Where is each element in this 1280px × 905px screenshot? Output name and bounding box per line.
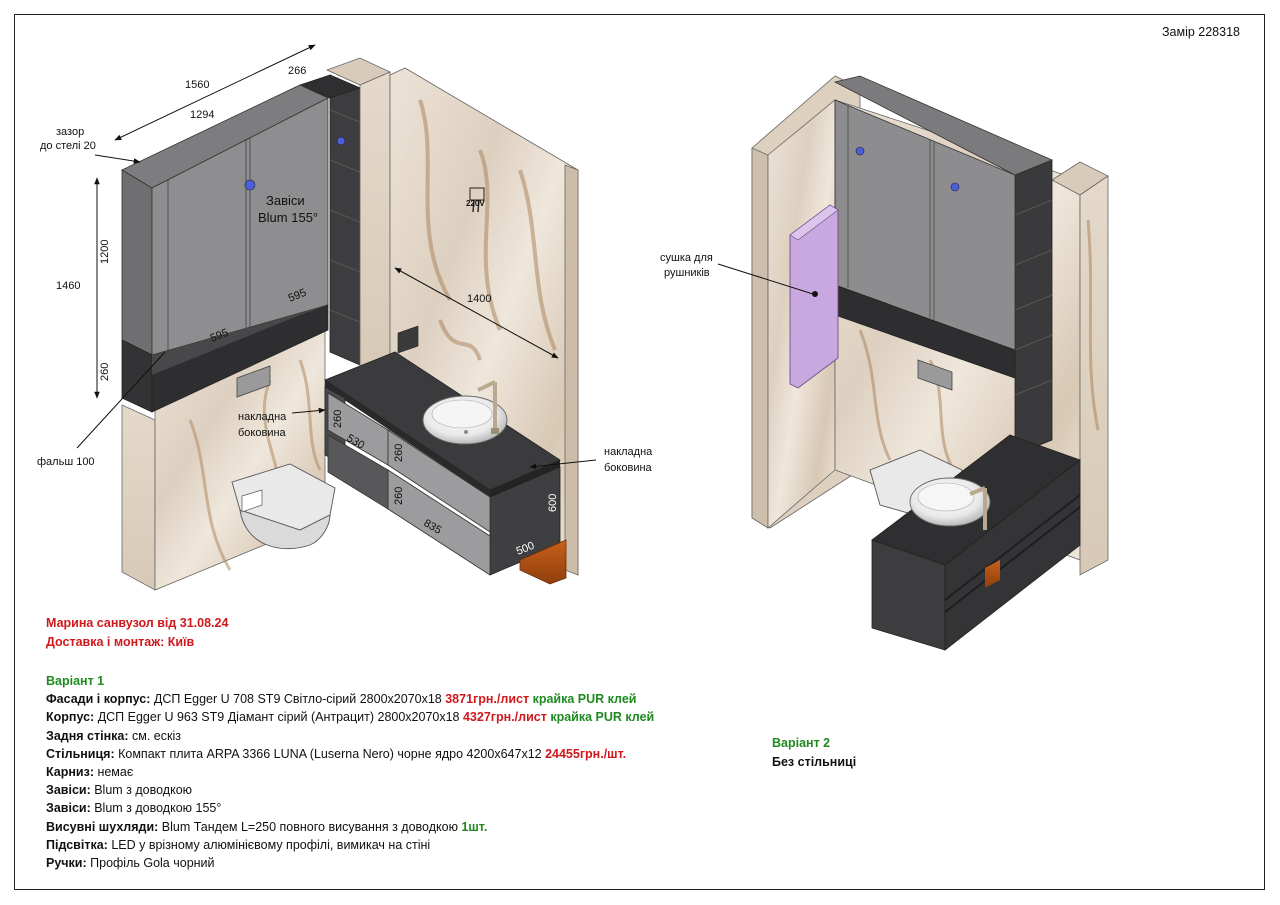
spec-text: Blum Тандем L=250 повного висування з до… — [158, 819, 462, 834]
variant-2-block: Варіант 2 Без стільниці — [772, 734, 856, 771]
project-heading: Марина санвузол від 31.08.24 Доставка і … — [46, 614, 228, 652]
dim-wall: 1400 — [467, 293, 491, 305]
spec-label: Завіси: — [46, 783, 91, 798]
variant-2-title: Варіант 2 — [772, 736, 831, 750]
dim-drawer-h3: 260 — [393, 487, 405, 505]
spec-row: Задня стінка: см. ескіз — [46, 727, 654, 745]
spec-row: Висувні шухляди: Blum Тандем L=250 повно… — [46, 818, 654, 836]
lower-niche — [151, 304, 329, 413]
spec-row: Корпус: ДСП Egger U 963 ST9 Діамант сіри… — [46, 708, 654, 726]
spec-row: Завіси: Blum з доводкою 155° — [46, 799, 654, 817]
project-title: Марина санвузол від 31.08.24 — [46, 616, 229, 630]
spec-price: 4327грн./лист — [462, 710, 547, 725]
pillar — [359, 71, 391, 379]
variant-1-title: Варіант 1 — [46, 674, 105, 688]
v2-faucet — [969, 486, 987, 530]
towel-label-line1: сушка для — [660, 252, 713, 264]
measurement-number: Замір 228318 — [1161, 25, 1240, 39]
v2-vanity-front — [944, 459, 1081, 651]
delivery-line: Доставка і монтаж: Київ — [46, 635, 195, 649]
spec-label: Завіси: — [46, 801, 91, 816]
side-panel-right-line2: боковина — [604, 462, 653, 474]
plug-label: 220V — [466, 199, 485, 208]
spec-text: Профіль Gola чорний — [86, 856, 215, 871]
spec-price: 3871грн./лист — [445, 692, 530, 707]
gap-label-line2: до стелі 20 — [40, 140, 96, 152]
drawing-variant-2: сушка для рушників — [660, 75, 1109, 651]
side-panel-left-line2: боковина — [238, 427, 287, 439]
spec-note: 1шт. — [461, 819, 488, 834]
plug-icon — [469, 187, 485, 213]
spec-row: Карниз: немає — [46, 763, 654, 781]
variant-1-specs: Варіант 1 Фасади і корпус: ДСП Egger U 7… — [46, 672, 654, 872]
variant-2-text: Без стільниці — [772, 754, 857, 769]
spec-label: Стільниця: — [46, 746, 115, 761]
open-shelf — [327, 434, 389, 510]
hinge-label-line1: Завіси — [266, 193, 305, 208]
hinge-label-line2: Blum 155° — [258, 210, 318, 225]
spec-label: Карниз: — [46, 765, 94, 780]
spec-row: Стільниця: Компакт плита ARPA 3366 LUNA … — [46, 745, 654, 763]
towel-label-line2: рушників — [664, 267, 710, 279]
dim-height-total: 1460 — [56, 280, 80, 292]
dim-column-width: 266 — [288, 65, 306, 77]
spec-row: Завіси: Blum з доводкою — [46, 781, 654, 799]
spec-text: LED у врізному алюмінієвому профілі, вим… — [107, 837, 431, 852]
dim-vanity-height: 600 — [547, 494, 559, 512]
spec-note: крайка PUR клей — [546, 710, 655, 725]
copper-base — [519, 539, 567, 585]
drawing-variant-1: 220V — [37, 44, 653, 591]
flush-button — [236, 365, 271, 398]
spec-row: Підсвітка: LED у врізному алюмінієвому п… — [46, 836, 654, 854]
side-panel-left-line1: накладна — [238, 411, 287, 423]
wall-left-edge — [121, 404, 156, 591]
sheet-frame — [14, 14, 1265, 890]
dim-drawer-h1: 260 — [332, 410, 344, 428]
spec-label: Ручки: — [46, 856, 87, 871]
spec-label: Висувні шухляди: — [46, 819, 159, 834]
drawer-2[interactable] — [387, 429, 491, 533]
dim-cabinet-width: 1294 — [190, 109, 214, 121]
v2-pillar — [1079, 175, 1109, 576]
dim-height-upper: 1200 — [99, 240, 111, 264]
gap-label-line1: зазор — [56, 126, 84, 138]
false-panel-label: фальш 100 — [37, 456, 95, 468]
faucet — [477, 380, 499, 434]
dim-total-width: 1560 — [185, 79, 209, 91]
side-panel-right-line1: накладна — [604, 446, 653, 458]
spec-price: 24455грн./шт. — [545, 746, 627, 761]
spec-note: крайка PUR клей — [529, 692, 637, 707]
spec-label: Фасади і корпус: — [46, 692, 151, 707]
spec-text: Blum з доводкою — [90, 783, 193, 798]
spec-text: Blum з доводкою 155° — [90, 801, 222, 816]
dim-height-lower: 260 — [99, 363, 111, 381]
spec-row: Фасади і корпус: ДСП Egger U 708 ST9 Сві… — [46, 690, 654, 708]
spec-label: Підсвітка: — [46, 837, 108, 852]
spec-text: см. ескіз — [128, 728, 181, 743]
hinge-marker — [244, 179, 256, 191]
spec-text: немає — [93, 765, 134, 780]
toilet — [231, 463, 336, 550]
dim-drawer-h2: 260 — [393, 444, 405, 462]
spec-text: Компакт плита ARPA 3366 LUNA (Luserna Ne… — [114, 746, 546, 761]
spec-text: ДСП Egger U 963 ST9 Діамант сірий (Антра… — [94, 710, 463, 725]
spec-text: ДСП Egger U 708 ST9 Світло-сірий 2800х20… — [150, 692, 446, 707]
spec-label: Корпус: — [46, 710, 95, 725]
spec-label: Задня стінка: — [46, 728, 129, 743]
spec-row: Ручки: Профіль Gola чорний — [46, 854, 654, 872]
